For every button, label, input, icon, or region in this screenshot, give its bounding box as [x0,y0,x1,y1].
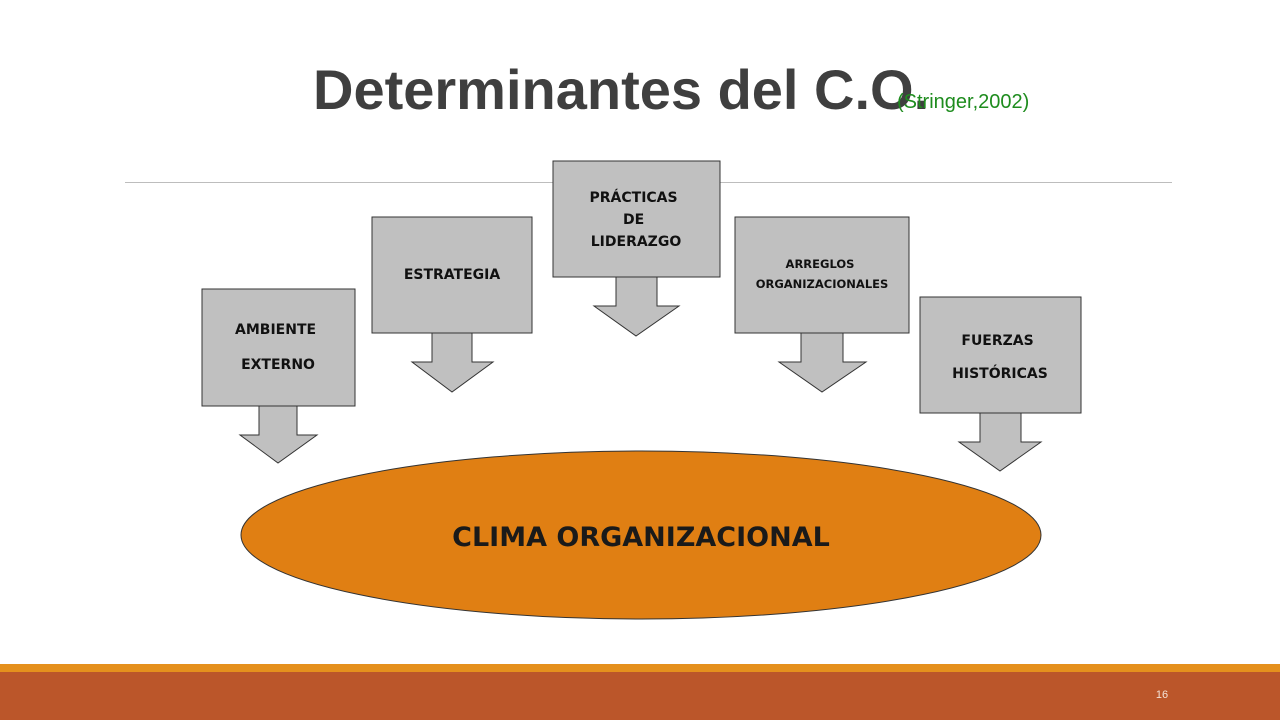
clima-organizacional-label: CLIMA ORGANIZACIONAL [452,522,830,553]
svg-text:ESTRATEGIA: ESTRATEGIA [404,267,501,283]
determinant-arreglos-organizacionales: ARREGLOS ORGANIZACIONALES [734,216,910,393]
box-label-line: ARREGLOS [786,257,855,271]
svg-text:ARREGLOS ORGANIZACIONA: ARREGLOS ORGANIZACIONALES [756,257,889,291]
determinant-ambiente-externo: AMBIENTE EXTERNO [201,288,356,464]
box-label-line: ORGANIZACIONALES [756,277,889,291]
determinant-box [201,288,356,407]
svg-text:AMBIENTE EXTERNO: AMBIENTE EXTERNO [235,322,321,373]
svg-text:FUERZAS HISTÓRICAS: FUERZAS HISTÓRICAS [952,333,1048,382]
box-label-line: ESTRATEGIA [404,267,501,283]
determinant-practicas-de-liderazgo: PRÁCTICAS DE LIDERAZGO [552,160,721,337]
down-arrow-icon [410,332,495,393]
box-label-line: DE [623,212,644,228]
svg-text:PRÁCTICAS DE L: PRÁCTICAS DE LIDERAZGO [590,189,683,250]
box-label-line: PRÁCTICAS [590,189,678,206]
footer-bar [0,672,1280,720]
down-arrow-icon [592,276,681,337]
slide-title: Determinantes del C.O. [313,58,930,121]
determinant-estrategia: ESTRATEGIA [371,216,533,393]
determinant-fuerzas-historicas: FUERZAS HISTÓRICAS [919,296,1082,472]
footer-accent-stripe [0,664,1280,672]
box-label-line: LIDERAZGO [591,234,682,250]
box-label-line: AMBIENTE [235,322,316,338]
determinant-box [552,160,721,278]
clima-organizacional-ellipse [240,450,1042,620]
box-label-line: FUERZAS [961,333,1033,349]
determinant-box [919,296,1082,414]
determinant-box [371,216,533,334]
page-number: 16 [1155,689,1169,701]
down-arrow-icon [957,412,1043,472]
down-arrow-icon [238,405,319,464]
box-label-line: HISTÓRICAS [952,364,1048,382]
citation: (Stringer,2002) [897,91,1030,113]
determinant-box [734,216,910,334]
down-arrow-icon [777,332,868,393]
box-label-line: EXTERNO [241,357,315,373]
